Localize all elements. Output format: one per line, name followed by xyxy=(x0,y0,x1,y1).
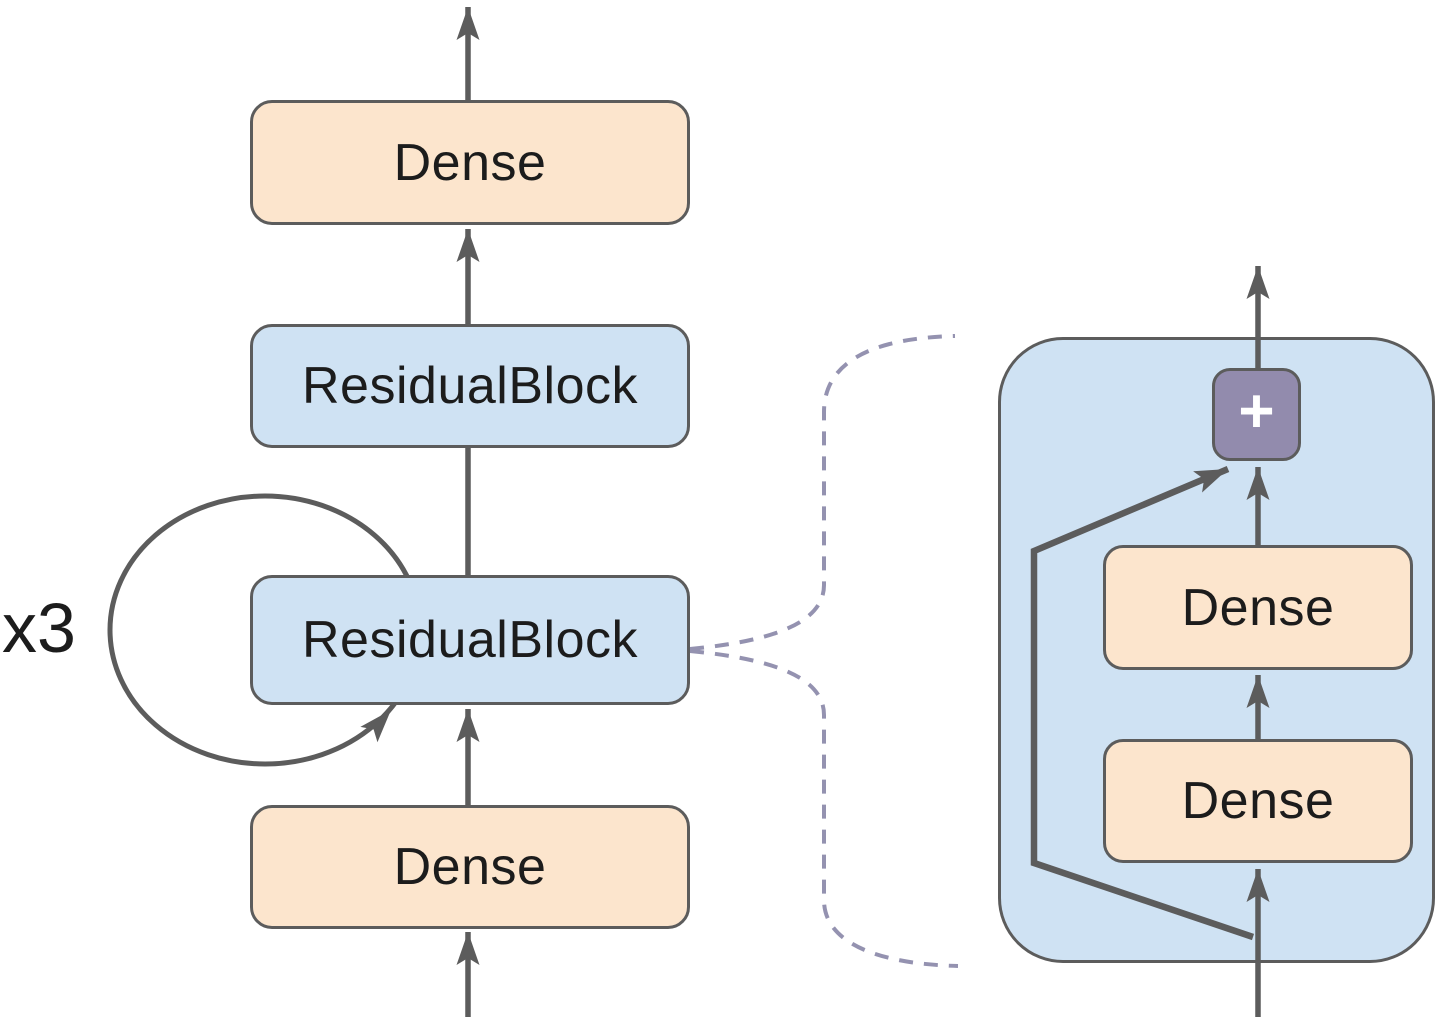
detail-dense-block-upper: Dense xyxy=(1103,545,1413,670)
add-node: + xyxy=(1212,368,1301,461)
residual-block-upper-label: ResidualBlock xyxy=(302,357,638,415)
repeat-loop-arrowhead-icon xyxy=(360,710,391,743)
dense-block-top: Dense xyxy=(250,100,690,225)
repeat-count-label: x3 xyxy=(2,589,76,667)
dense-block-top-label: Dense xyxy=(393,133,547,192)
dense-block-bottom: Dense xyxy=(250,805,690,929)
dense-block-bottom-label: Dense xyxy=(393,838,547,896)
plus-icon: + xyxy=(1238,377,1275,446)
residual-block-lower-label: ResidualBlock xyxy=(302,611,638,669)
residual-block-upper: ResidualBlock xyxy=(250,324,690,448)
skip-connection-arrow xyxy=(1030,466,1255,941)
detail-dense-block-lower: Dense xyxy=(1103,739,1413,863)
detail-dense-upper-label: Dense xyxy=(1181,578,1335,637)
detail-dense-lower-label: Dense xyxy=(1181,772,1335,830)
dashed-brace-lower xyxy=(689,649,959,968)
dashed-brace-upper xyxy=(689,334,956,651)
residual-block-lower: ResidualBlock xyxy=(250,575,690,705)
